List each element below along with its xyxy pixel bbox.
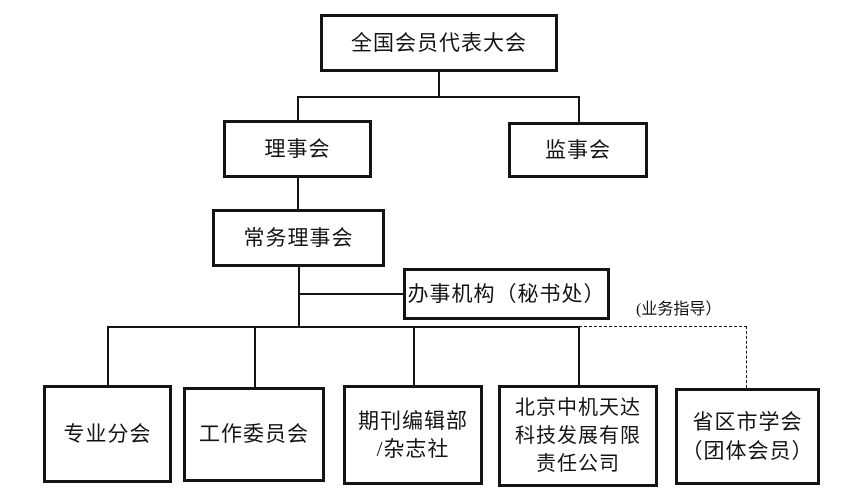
node-label: 理事会 [264, 136, 331, 161]
connector-office-branch [298, 293, 403, 295]
connector-bottom-bus [107, 326, 579, 328]
connector-council-up [297, 96, 299, 120]
node-label-line: /杂志社 [376, 437, 450, 461]
node-council: 理事会 [223, 120, 372, 178]
connector-supervisory-up [578, 96, 580, 122]
connector-top-split [297, 96, 579, 98]
business-guidance-label: (业务指导） [636, 301, 722, 318]
connector-standing-spine [298, 267, 300, 327]
connector-guidance-dashed-h [579, 326, 747, 327]
node-regional-societies: 省区市学会 （团体会员） [675, 388, 820, 485]
node-label: 全国会员代表大会 [351, 30, 527, 55]
node-label-line: 期刊编辑部 [358, 408, 468, 433]
node-label: 常务理事会 [243, 225, 354, 250]
node-company: 北京中机天达 科技发展有限 责任公司 [498, 385, 658, 487]
connector-drop-branches [107, 326, 109, 385]
node-label-line: 责任公司 [536, 453, 620, 475]
node-work-committees: 工作委员会 [183, 387, 325, 482]
connector-drop-journal [413, 326, 415, 385]
connector-council-standing [297, 178, 299, 209]
connector-guidance-dashed-v [746, 326, 747, 388]
node-label: 办事机构（秘书处） [407, 281, 606, 306]
node-standing-council: 常务理事会 [212, 209, 385, 267]
node-supervisory-board: 监事会 [508, 122, 648, 178]
connector-drop-company [578, 326, 580, 385]
node-label-line: 省区市学会 [692, 410, 803, 435]
node-label: 监事会 [545, 137, 611, 162]
node-label-line: 科技发展有限 [515, 425, 641, 447]
node-professional-branches: 专业分会 [43, 385, 172, 483]
node-label: 专业分会 [63, 421, 152, 446]
connector-drop-committees [254, 326, 256, 387]
node-journal-editorial: 期刊编辑部 /杂志社 [343, 385, 483, 485]
node-label-line: （团体会员） [681, 438, 814, 463]
node-national-congress: 全国会员代表大会 [320, 14, 558, 72]
node-label: 工作委员会 [199, 422, 309, 447]
connector-congress-down [438, 72, 440, 96]
node-office-secretariat: 办事机构（秘书处） [403, 268, 610, 320]
node-label-line: 北京中机天达 [515, 397, 641, 419]
